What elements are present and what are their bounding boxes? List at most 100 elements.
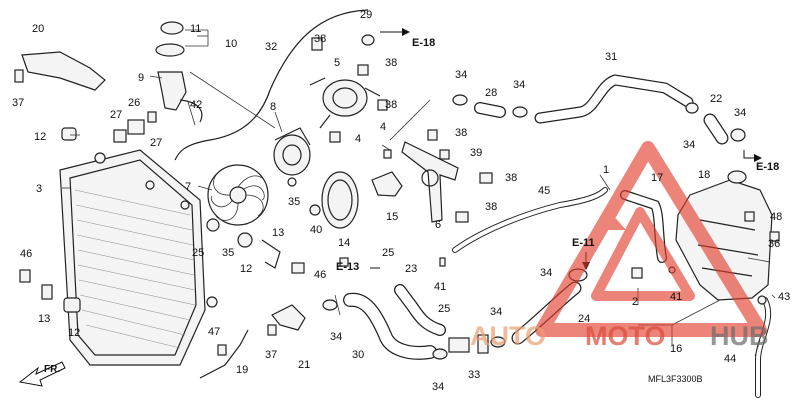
- label-48: 48: [770, 211, 782, 223]
- label-2: 2: [632, 296, 638, 308]
- fan-motor: [273, 127, 311, 176]
- label-34-d: 34: [455, 69, 467, 81]
- label-12-b: 12: [68, 327, 80, 339]
- direction-label: FR.: [44, 364, 60, 375]
- bracket-6: [401, 141, 459, 223]
- cooling-fan: [207, 164, 269, 226]
- label-35-a: 35: [288, 196, 300, 208]
- label-12-c: 12: [240, 263, 252, 275]
- ref-e11: E-11: [572, 237, 595, 249]
- label-14: 14: [338, 237, 350, 249]
- watermark-text: AUTO MOTO HUB: [470, 321, 769, 351]
- fan-shroud: [321, 171, 359, 229]
- part-labels: 20 37 12 3 46 13 12 11 10 9 26 27 27 42 …: [12, 9, 790, 393]
- label-35-b: 35: [222, 247, 234, 259]
- label-15: 15: [386, 211, 398, 223]
- filler-neck: [157, 71, 187, 111]
- label-37-b: 37: [265, 349, 277, 361]
- fan-motor-5: [309, 77, 381, 129]
- label-13-b: 13: [272, 227, 284, 239]
- label-17: 17: [651, 172, 663, 184]
- label-32: 32: [265, 41, 277, 53]
- label-12-a: 12: [34, 131, 46, 143]
- label-10: 10: [225, 38, 237, 50]
- label-44: 44: [724, 353, 736, 365]
- label-37-a: 37: [12, 97, 24, 109]
- label-45: 45: [538, 185, 550, 197]
- label-25-a: 25: [192, 247, 204, 259]
- label-5: 5: [334, 57, 340, 69]
- label-38-f: 38: [485, 201, 497, 213]
- label-11: 11: [190, 23, 201, 35]
- label-1: 1: [603, 164, 609, 176]
- overflow-hose: [179, 99, 203, 123]
- label-24: 24: [578, 313, 590, 325]
- label-38-d: 38: [455, 127, 467, 139]
- bracket-13: [261, 239, 281, 269]
- label-30: 30: [352, 349, 364, 361]
- radiator-core: [59, 149, 218, 366]
- bracket-20: [21, 51, 106, 91]
- label-43: 43: [778, 291, 790, 303]
- label-34-h: 34: [734, 107, 746, 119]
- label-36: 36: [768, 238, 780, 250]
- drawing-code: MFL3F3300B: [648, 374, 703, 384]
- watermark-auto: AUTO: [470, 321, 546, 351]
- label-34-b: 34: [432, 381, 444, 393]
- label-4-a: 4: [355, 133, 361, 145]
- label-42: 42: [190, 99, 202, 111]
- label-21: 21: [298, 359, 310, 371]
- watermark-moto: MOTO: [585, 321, 666, 351]
- label-39: 39: [470, 147, 482, 159]
- label-38-a: 38: [314, 33, 326, 45]
- filler-ring: [155, 43, 185, 57]
- label-18: 18: [698, 169, 710, 181]
- ref-e18-right: E-18: [756, 161, 779, 173]
- reserve-cap: [727, 170, 747, 184]
- label-34-e: 34: [513, 79, 525, 91]
- label-34-g: 34: [683, 139, 695, 151]
- bracket-19: [199, 329, 249, 379]
- label-29: 29: [360, 9, 372, 21]
- label-20: 20: [32, 23, 44, 35]
- label-13-a: 13: [38, 313, 50, 325]
- bolt-37-top: [14, 69, 24, 83]
- label-34-c: 34: [490, 306, 502, 318]
- label-22: 22: [710, 93, 722, 105]
- front-direction-arrow: FR.: [18, 361, 66, 387]
- ref-e13: E-13: [336, 261, 359, 273]
- label-46-b: 46: [314, 269, 326, 281]
- label-23: 23: [405, 263, 417, 275]
- label-40: 40: [310, 224, 322, 236]
- label-27-a: 27: [110, 109, 122, 121]
- fasteners: [19, 37, 780, 356]
- label-4-b: 4: [380, 121, 386, 133]
- label-34-a: 34: [330, 331, 342, 343]
- label-41-b: 41: [670, 291, 682, 303]
- label-25-c: 25: [438, 303, 450, 315]
- ref-e18-top: E-18: [412, 37, 435, 49]
- bracket-21: [271, 304, 306, 331]
- label-28: 28: [485, 87, 497, 99]
- watermark-hub: HUB: [710, 321, 769, 351]
- label-33: 33: [468, 369, 480, 381]
- radiator-cap: [160, 21, 184, 35]
- label-16: 16: [670, 343, 682, 355]
- label-6: 6: [435, 219, 441, 231]
- label-38-c: 38: [385, 99, 397, 111]
- label-27-b: 27: [150, 137, 162, 149]
- label-41-a: 41: [434, 281, 446, 293]
- label-7: 7: [185, 181, 191, 193]
- reference-labels: E-18 E-18 E-11 E-13: [336, 37, 779, 273]
- label-47: 47: [208, 326, 220, 338]
- label-8: 8: [270, 101, 276, 113]
- label-9: 9: [138, 72, 144, 84]
- hose-clamps: [322, 34, 746, 360]
- label-38-b: 38: [385, 57, 397, 69]
- siphon-hose-32: [174, 9, 369, 161]
- label-46-a: 46: [20, 248, 32, 260]
- label-26: 26: [128, 97, 140, 109]
- label-34-f: 34: [540, 267, 552, 279]
- label-19: 19: [236, 364, 248, 376]
